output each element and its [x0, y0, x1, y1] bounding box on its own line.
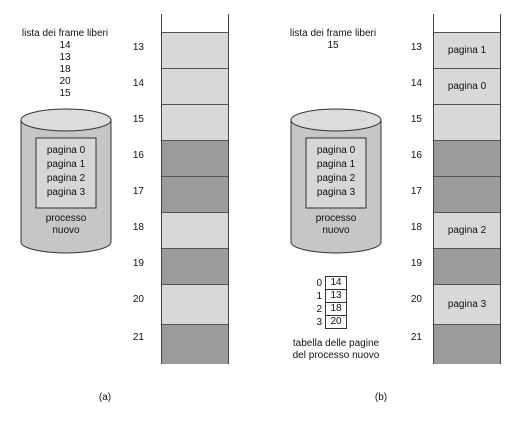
frame-13-cell — [162, 32, 228, 68]
frame-14-cell: pagina 0 — [434, 68, 500, 104]
frame-number: 18 — [132, 222, 144, 233]
frame-13-cell: pagina 1 — [434, 32, 500, 68]
page-table-caption: tabella delle pagine del processo nuovo — [276, 338, 396, 362]
page-index: 0 — [316, 277, 322, 289]
page-table-row: 2 18 — [312, 302, 347, 316]
process-label-line: processo — [45, 213, 87, 224]
process-label-line: nuovo — [52, 225, 80, 236]
frame-label: pagina 0 — [447, 81, 487, 92]
frame-number: 16 — [410, 150, 422, 161]
process-page: pagina 0 — [316, 145, 356, 156]
free-list-item: 15 — [327, 40, 339, 51]
frame-number: 20 — [132, 294, 144, 305]
frame-number: 21 — [410, 332, 422, 343]
frame-label: pagina 3 — [447, 299, 487, 310]
frame-15-cell — [162, 104, 228, 140]
process-cylinder-b — [290, 108, 382, 254]
page-table-row: 1 13 — [312, 289, 347, 303]
frame-19-cell — [162, 248, 228, 284]
memory-cell-top — [162, 14, 228, 32]
free-list-item: 13 — [59, 52, 71, 63]
free-list-item: 20 — [59, 76, 71, 87]
frame-15-cell — [434, 104, 500, 140]
process-page: pagina 2 — [46, 173, 86, 184]
frame-number: 14 — [132, 78, 144, 89]
caption-b: (b) — [374, 392, 388, 403]
frame-number: 13 — [410, 42, 422, 53]
frame-20-cell: pagina 3 — [434, 284, 500, 324]
process-label-line: processo — [315, 213, 357, 224]
process-pages-a: pagina 0 pagina 1 pagina 2 pagina 3 — [36, 144, 96, 200]
physical-memory-b: pagina 1 pagina 0 pagina 2 pagina 3 — [433, 14, 501, 364]
process-page: pagina 2 — [316, 173, 356, 184]
frame-20-cell — [162, 284, 228, 324]
frame-16-cell — [434, 140, 500, 176]
page-index: 2 — [316, 303, 322, 315]
process-page: pagina 3 — [316, 187, 356, 198]
frame-number: 19 — [410, 258, 422, 269]
caption-a: (a) — [98, 392, 112, 403]
frame-number: 20 — [410, 294, 422, 305]
free-list-title-b: lista dei frame liberi — [289, 28, 377, 39]
process-page: pagina 1 — [316, 159, 356, 170]
frame-number: 14 — [410, 78, 422, 89]
free-list-b: 15 — [278, 40, 388, 52]
free-list-a: 14 13 18 20 15 — [10, 40, 120, 100]
frame-19-cell — [434, 248, 500, 284]
frame-number: 17 — [132, 186, 144, 197]
page-frame-value: 13 — [325, 289, 347, 303]
free-list-item: 14 — [59, 40, 71, 51]
page-table-row: 0 14 — [312, 276, 347, 290]
frame-16-cell — [162, 140, 228, 176]
free-list-item: 18 — [59, 64, 71, 75]
process-cylinder-a — [20, 108, 112, 254]
frame-17-cell — [162, 176, 228, 212]
frame-number: 21 — [132, 332, 144, 343]
frame-number: 18 — [410, 222, 422, 233]
process-page: pagina 0 — [46, 145, 86, 156]
frame-label: pagina 1 — [447, 45, 487, 56]
process-page: pagina 1 — [46, 159, 86, 170]
page-table-caption-line: tabella delle pagine — [292, 338, 380, 349]
frame-18-cell: pagina 2 — [434, 212, 500, 248]
frame-number: 17 — [410, 186, 422, 197]
frame-21-cell — [162, 324, 228, 364]
frame-18-cell — [162, 212, 228, 248]
frame-label: pagina 2 — [447, 225, 487, 236]
frame-number: 13 — [132, 42, 144, 53]
frame-17-cell — [434, 176, 500, 212]
frame-number: 15 — [132, 114, 144, 125]
memory-cell-top — [434, 14, 500, 32]
physical-memory-a — [161, 14, 229, 364]
free-list-title-a: lista dei frame liberi — [21, 28, 109, 39]
page-table-row: 3 20 — [312, 315, 347, 329]
page-frame-value: 18 — [325, 302, 347, 316]
page-frame-value: 20 — [325, 315, 347, 329]
frame-14-cell — [162, 68, 228, 104]
process-label-line: nuovo — [322, 225, 350, 236]
frame-number: 19 — [132, 258, 144, 269]
process-page: pagina 3 — [46, 187, 86, 198]
page-frame-value: 14 — [325, 276, 347, 290]
process-pages-b: pagina 0 pagina 1 pagina 2 pagina 3 — [306, 144, 366, 200]
frame-21-cell — [434, 324, 500, 364]
process-label-a: processo nuovo — [36, 213, 96, 237]
free-list-item: 15 — [59, 88, 71, 99]
page-index: 3 — [316, 316, 322, 328]
process-label-b: processo nuovo — [306, 213, 366, 237]
page-table-caption-line: del processo nuovo — [292, 350, 380, 361]
page-index: 1 — [316, 290, 322, 302]
frame-number: 15 — [410, 114, 422, 125]
frame-number: 16 — [132, 150, 144, 161]
